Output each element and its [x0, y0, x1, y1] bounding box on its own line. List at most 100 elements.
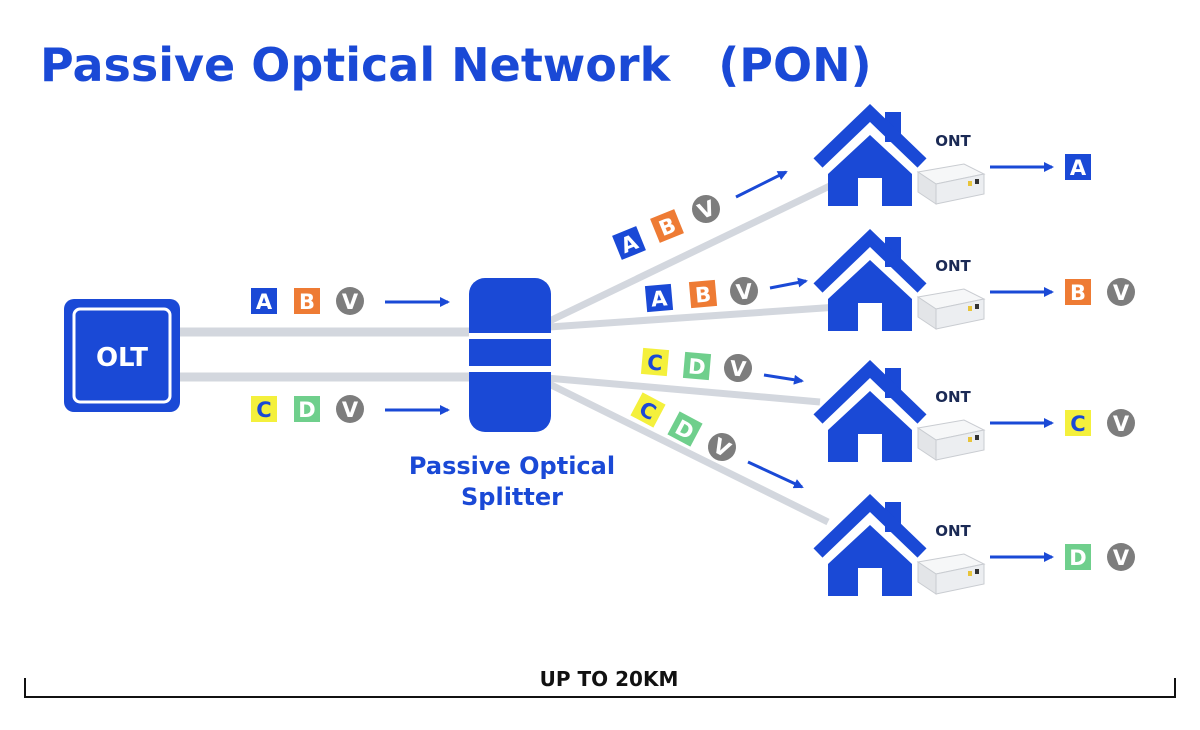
- branch-2-signal-a: A: [644, 283, 674, 313]
- branch-3-signal-d-shape: [682, 351, 712, 381]
- output-1-signal-a-shape: [1065, 154, 1091, 180]
- input-upper-signal-b: B: [294, 288, 320, 314]
- olt-unit: OLT: [64, 299, 180, 412]
- house-icon: [813, 228, 927, 331]
- house-body: [828, 525, 912, 596]
- house-body: [828, 260, 912, 331]
- output-3-signal-c-shape: [1065, 410, 1091, 436]
- ont-device-icon: [916, 553, 986, 595]
- input-upper-signal-v-label: V: [342, 290, 359, 314]
- ont-port-yellow: [968, 571, 972, 576]
- input-lower-signal-c-shape: [251, 396, 277, 422]
- output-3-signal-c-label: C: [1070, 412, 1085, 436]
- input-upper-signal-a-shape: [251, 288, 277, 314]
- output-4-signal-d-shape: [1065, 544, 1091, 570]
- fiber-branch-1: [533, 178, 840, 332]
- branch-2-signal-v-label: V: [735, 279, 754, 304]
- branch-3-signal-c-shape: [640, 347, 670, 377]
- output-2-signal-b-shape: [1065, 279, 1091, 305]
- input-lower-signal-v: V: [336, 395, 364, 423]
- house-roof: [813, 493, 927, 558]
- ont-port-yellow: [968, 306, 972, 311]
- branch-3-signal-d-label: D: [687, 354, 706, 379]
- input-upper-signal-a: A: [251, 288, 277, 314]
- input-upper-signal-v: V: [336, 287, 364, 315]
- branch-2-signal-b: B: [688, 279, 718, 309]
- splitter-slot-lower: [469, 366, 551, 372]
- house-body: [828, 135, 912, 206]
- page-title: Passive Optical Network (PON): [40, 38, 872, 92]
- branch-3-signal-d: D: [682, 351, 712, 381]
- input-upper-signal-b-shape: [294, 288, 320, 314]
- input-lower-signal-d: D: [294, 396, 320, 422]
- output-3-signal-v-shape: [1107, 409, 1135, 437]
- ont-port-black: [975, 179, 979, 184]
- olt-label: OLT: [96, 343, 148, 373]
- house-icon: [813, 103, 927, 206]
- ont-port-yellow: [968, 437, 972, 442]
- output-3-signal-v-label: V: [1113, 412, 1130, 436]
- distance-scale: UP TO 20KM: [24, 667, 1176, 698]
- house-icon: [813, 493, 927, 596]
- branch-1-signal-a-shape: [612, 226, 646, 260]
- fiber-branch-4: [533, 373, 830, 526]
- branch-2-signal-a-shape: [644, 283, 674, 313]
- branch-3-signal-c: C: [640, 347, 670, 377]
- branch-3-signal-v-label: V: [729, 356, 748, 381]
- olt-box: [64, 299, 180, 412]
- input-lower-signal-c-label: C: [256, 398, 271, 422]
- branch-1-signal-v: V: [692, 195, 720, 224]
- output-4-signal-v: V: [1107, 543, 1135, 571]
- house-roof: [813, 359, 927, 424]
- input-upper-signal-b-label: B: [299, 290, 315, 314]
- output-2-signal-b-label: B: [1070, 281, 1086, 305]
- branch-4-signal-v: V: [708, 433, 736, 463]
- branch-3-signal-c-label: C: [646, 350, 663, 375]
- ont-label: ONT: [935, 257, 971, 275]
- branch-4-arrow: [747, 460, 804, 489]
- splitter-label-line2: Splitter: [461, 483, 563, 511]
- branch-3-signal-v: V: [724, 354, 752, 382]
- branch-1-signal-b: B: [650, 209, 684, 243]
- output-4-signal-d: D: [1065, 544, 1091, 570]
- house-body: [828, 391, 912, 462]
- branch-2-signal-v: V: [730, 277, 758, 305]
- branch-4-signal-d-shape: [667, 411, 703, 447]
- distance-label: UP TO 20KM: [540, 667, 679, 691]
- ont-port-yellow: [968, 181, 972, 186]
- splitter-label-line1: Passive Optical: [409, 452, 615, 480]
- ont-device-icon: [916, 288, 986, 330]
- ont-label: ONT: [935, 388, 971, 406]
- output-3-signal-v: V: [1107, 409, 1135, 437]
- branch-1-arrow: [735, 170, 788, 199]
- olt-inner-border: [72, 307, 172, 404]
- input-lower-signal-v-label: V: [342, 398, 359, 422]
- ont-device-icon: [916, 163, 986, 205]
- output-1-signal-a-label: A: [1070, 156, 1087, 180]
- branch-2-arrow: [769, 277, 808, 290]
- fiber-branch-2: [534, 303, 839, 332]
- input-lower-signal-d-label: D: [298, 398, 315, 422]
- branch-4-signal-c: C: [630, 392, 666, 428]
- ont-device-icon: [916, 419, 986, 461]
- output-2-signal-b: B: [1065, 279, 1091, 305]
- output-4-signal-v-shape: [1107, 543, 1135, 571]
- input-upper-signal-v-shape: [336, 287, 364, 315]
- branch-4-signal-v-shape: [708, 433, 736, 461]
- branch-2-signal-a-label: A: [650, 286, 669, 311]
- input-lower-signal-c: C: [251, 396, 277, 422]
- optical-splitter: Passive Optical Splitter: [409, 278, 615, 511]
- branch-1-signal-a: A: [612, 226, 646, 260]
- branch-1-signal-v-shape: [692, 195, 720, 223]
- output-2-signal-v-shape: [1107, 278, 1135, 306]
- house-icon: [813, 359, 927, 462]
- splitter-slot-upper: [469, 333, 551, 339]
- ont-label: ONT: [935, 522, 971, 540]
- output-2-signal-v: V: [1107, 278, 1135, 306]
- output-1-signal-a: A: [1065, 154, 1091, 180]
